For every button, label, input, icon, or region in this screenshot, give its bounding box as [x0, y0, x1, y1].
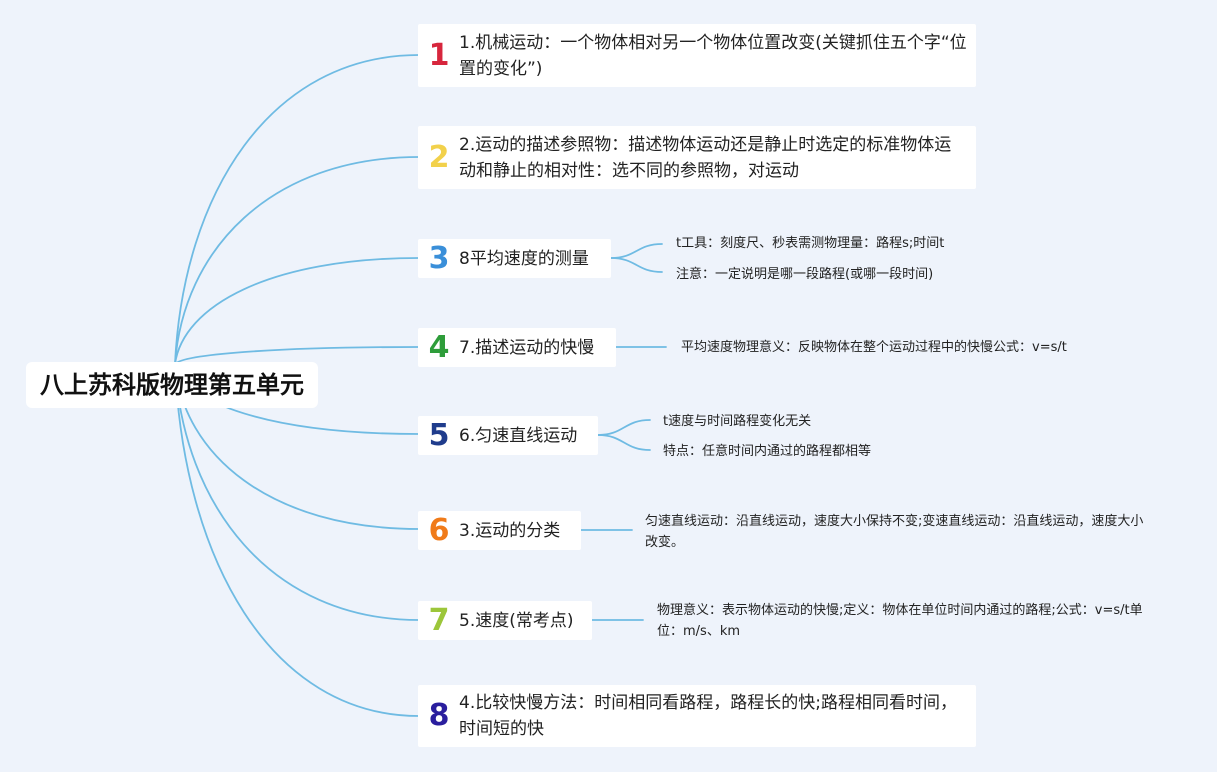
number-6-icon: 6 [428, 512, 450, 548]
number-1-icon: 1 [428, 37, 450, 73]
branch-2-label: 2.运动的描述参照物：描述物体运动还是静止时选定的标准物体运动和静止的相对性：选… [459, 134, 952, 181]
branch-6-label: 3.运动的分类 [459, 520, 561, 541]
number-8-icon: 8 [428, 698, 450, 733]
connector-branch-2 [174, 156, 420, 365]
number-4-icon: 4 [428, 329, 450, 365]
branch-1-label: 1.机械运动：一个物体相对另一个物体位置改变(关键抓住五个字“位置的变化”) [459, 32, 967, 79]
connector-branch-3 [174, 257, 420, 365]
branch-4-label: 7.描述运动的快慢 [459, 337, 595, 358]
branch-7-label: 5.速度(常考点) [459, 610, 574, 631]
branch-4[interactable]: 4 7.描述运动的快慢 [418, 328, 616, 367]
branch-6[interactable]: 6 3.运动的分类 [418, 511, 581, 550]
branch-5[interactable]: 5 6.匀速直线运动 [418, 416, 598, 455]
number-5-icon: 5 [428, 417, 450, 453]
branch-4-child-1[interactable]: 平均速度物理意义：反映物体在整个运动过程中的快慢公式：v=s/t [681, 340, 1067, 355]
connector-branch-5-child-1 [597, 419, 651, 436]
branch-3-child-1[interactable]: t工具：刻度尺、秒表需测物理量：路程s;时间t [676, 236, 945, 251]
branch-3[interactable]: 3 8平均速度的测量 [418, 239, 611, 278]
branch-5-child-2[interactable]: 特点：任意时间内通过的路程都相等 [663, 444, 872, 459]
connector-branch-8 [174, 363, 420, 717]
connector-branch-5-child-2 [597, 434, 651, 451]
branch-6-child-1[interactable]: 匀速直线运动：沿直线运动，速度大小保持不变;变速直线运动：沿直线运动，速度大小改… [645, 514, 1144, 550]
connector-branch-1 [174, 54, 420, 365]
branch-3-label: 8平均速度的测量 [459, 248, 589, 269]
branch-2[interactable]: 2 2.运动的描述参照物：描述物体运动还是静止时选定的标准物体运动和静止的相对性… [418, 126, 976, 189]
branch-5-child-1[interactable]: t速度与时间路程变化无关 [663, 414, 812, 429]
branch-1[interactable]: 1 1.机械运动：一个物体相对另一个物体位置改变(关键抓住五个字“位置的变化”) [418, 24, 976, 87]
connector-branch-4 [174, 346, 420, 365]
branch-8-label: 4.比较快慢方法：时间相同看路程，路程长的快;路程相同看时间，时间短的快 [459, 693, 957, 739]
branch-7[interactable]: 7 5.速度(常考点) [418, 601, 592, 640]
branch-7-child-1[interactable]: 物理意义：表示物体运动的快慢;定义：物体在单位时间内通过的路程;公式：v=s/t… [657, 603, 1143, 639]
connector-branch-3-child-1 [610, 243, 663, 259]
connector-branch-7 [174, 363, 420, 621]
branch-5-label: 6.匀速直线运动 [459, 425, 578, 446]
number-2-icon: 2 [428, 139, 450, 175]
number-3-icon: 3 [428, 240, 450, 276]
connector-branch-3-child-2 [610, 257, 663, 273]
branch-3-child-2[interactable]: 注意：一定说明是哪一段路程(或哪一段时间) [676, 267, 934, 282]
root-node[interactable]: 八上苏科版物理第五单元 [26, 362, 318, 408]
branch-8[interactable]: 8 4.比较快慢方法：时间相同看路程，路程长的快;路程相同看时间，时间短的快 [418, 685, 976, 747]
number-7-icon: 7 [428, 602, 450, 638]
